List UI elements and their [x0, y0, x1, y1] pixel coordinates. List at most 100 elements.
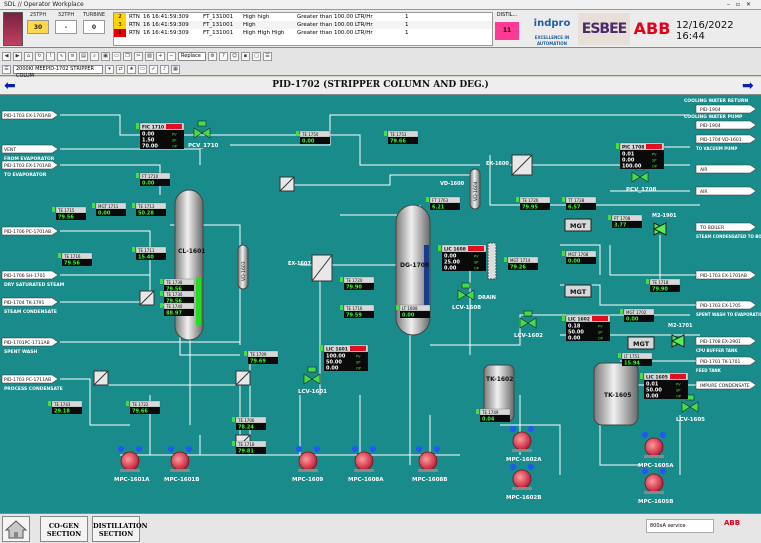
gear-icon[interactable]: ⚙	[208, 51, 217, 61]
save-icon[interactable]: ▣	[101, 51, 110, 61]
right-stream-arrow[interactable]: PID-1703 EX-1701AB	[695, 270, 757, 280]
forward-icon[interactable]: ▶	[13, 51, 22, 61]
list-icon[interactable]: ☰	[263, 51, 272, 61]
zoom-in-icon[interactable]: +	[156, 51, 165, 61]
home-button[interactable]	[2, 516, 30, 542]
prev-display-arrow-icon[interactable]: ⬅	[4, 78, 16, 94]
control-valve[interactable]: LCV-1608	[452, 282, 481, 311]
display-icon[interactable]: ▭	[138, 64, 147, 74]
three-way-valve-m2-1701[interactable]: M2-1701	[668, 323, 693, 348]
alarm-icon[interactable]: !	[46, 51, 55, 61]
menu-icon[interactable]: ☰	[2, 64, 11, 74]
counter-turbine[interactable]: TURBINE 0	[83, 12, 105, 34]
display-select[interactable]: 2000KI MEEPID-1702 STRIPPER COLUM	[13, 64, 103, 79]
pump[interactable]: MPC-1605B	[638, 468, 673, 505]
pump[interactable]: MPC-1601B	[164, 446, 199, 483]
zoom-out-icon[interactable]: −	[167, 51, 176, 61]
right-stream-arrow[interactable]: AIR	[695, 186, 757, 196]
home-icon[interactable]: ⌂	[24, 51, 33, 61]
help-icon[interactable]: ?	[219, 51, 228, 61]
right-stream-arrow[interactable]: IMPURE CONDENSATE	[695, 380, 757, 390]
control-valve[interactable]: PCV_1710	[188, 120, 219, 149]
cut-icon[interactable]: ✂	[134, 51, 143, 61]
mode-select[interactable]: Replace	[178, 51, 206, 61]
exchanger-ex-1600[interactable]: EX-1600	[486, 154, 533, 176]
lock-icon[interactable]: ▪	[241, 51, 250, 61]
distillation-section-button[interactable]: DISTILLATION SECTION	[92, 516, 148, 542]
pump[interactable]: MPC-1609	[292, 446, 323, 483]
search-icon[interactable]: ⌕	[90, 51, 99, 61]
mgt-box-2[interactable]: MGT	[564, 284, 592, 298]
left-stream-arrow[interactable]: PID-1706 PC-1701AB	[1, 226, 59, 236]
control-valve[interactable]: LCV-1605	[676, 394, 705, 423]
right-stream-arrow[interactable]: AIR	[695, 164, 757, 174]
mgt-box-3[interactable]: MGT	[627, 336, 655, 350]
alarm-ack-icon[interactable]: ✓	[149, 64, 158, 74]
drum-vd-1603[interactable]: VD-1603	[237, 244, 249, 290]
control-valve[interactable]: LCV-1601	[298, 366, 327, 395]
grid-icon[interactable]: ▦	[171, 64, 180, 74]
open-icon[interactable]: ▭	[112, 51, 121, 61]
control-valve[interactable]: PCV_1708	[626, 164, 657, 193]
left-stream-arrow[interactable]: PID-1703 EX-1701AB	[1, 110, 59, 120]
distil-counter[interactable]: DISTIL... 11	[495, 12, 519, 46]
next-display-arrow-icon[interactable]: ➡	[742, 78, 754, 94]
tank-tk-1605[interactable]: TK-1605	[593, 362, 639, 426]
window-controls[interactable]: –▫✕	[726, 1, 757, 8]
drum-column-small[interactable]	[487, 242, 497, 280]
pump[interactable]: MPC-1608B	[412, 446, 447, 483]
control-valve[interactable]: LCV-1602	[514, 310, 543, 339]
event-icon[interactable]: ≡	[68, 51, 77, 61]
bookmark-icon[interactable]: ★	[127, 64, 136, 74]
pump[interactable]: MPC-1605A	[638, 432, 674, 469]
pump[interactable]: MPC-1601A	[114, 446, 150, 483]
pump[interactable]: MPC-1602B	[506, 464, 541, 501]
three-way-valve-m2-1901[interactable]: M2-1901	[652, 213, 677, 236]
tank-tk-1602[interactable]: TK-1602	[483, 364, 515, 422]
mgt-box-1[interactable]: MGT	[564, 218, 592, 232]
